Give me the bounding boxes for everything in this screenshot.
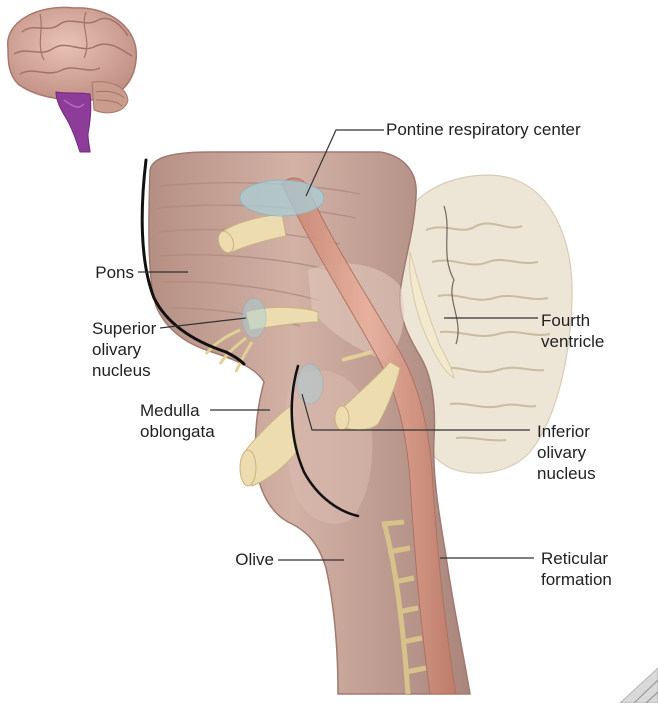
label-pontine-respiratory-center: Pontine respiratory center [386, 120, 581, 139]
label-olive: Olive [235, 550, 274, 569]
label-inferior-olivary-nucleus: Inferior olivary nucleus [537, 422, 596, 483]
brain-icon [7, 6, 137, 153]
label-superior-olivary-nucleus: Superior olivary nucleus [92, 319, 157, 380]
cerebellum [399, 174, 573, 474]
inferior-olivary-nucleus-highlight [296, 363, 324, 405]
reticular-formation-column [281, 177, 457, 695]
label-medulla-oblongata: Medulla oblongata [140, 401, 215, 441]
fourth-ventricle-shape [409, 251, 455, 380]
pontine-respiratory-center-highlight [239, 179, 325, 217]
label-pons: Pons [95, 263, 134, 282]
label-reticular-formation: Reticular formation [541, 549, 612, 589]
spinal-rootlets [381, 519, 427, 695]
medulla-annotation-stroke [290, 364, 360, 518]
leader-lines [138, 129, 538, 561]
label-fourth-ventricle: Fourth ventricle [541, 311, 605, 351]
pons-annotation-stroke [140, 158, 246, 366]
page-curl-icon [619, 667, 658, 703]
